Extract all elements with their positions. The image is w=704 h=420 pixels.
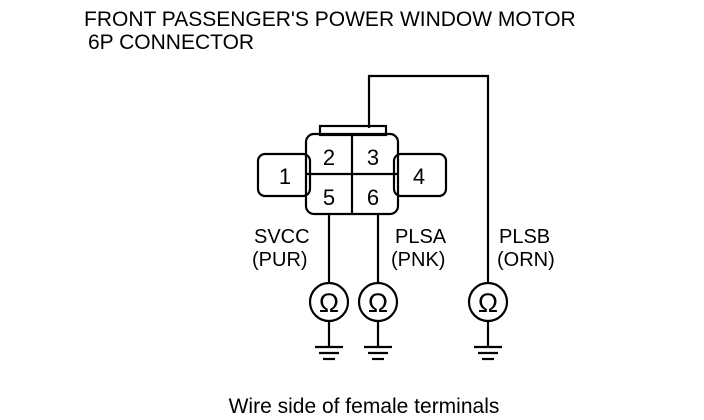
ground-icon bbox=[364, 345, 392, 361]
wire-plsb-name: PLSB bbox=[499, 226, 550, 248]
ground-icon bbox=[315, 345, 343, 361]
pin-5-label: 5 bbox=[323, 185, 335, 210]
ohm-icon: Ω bbox=[478, 288, 498, 318]
ohmmeter-plsb: Ω bbox=[467, 281, 509, 361]
wire-plsa-name: PLSA bbox=[395, 226, 447, 248]
diagram-title-line1: FRONT PASSENGER'S POWER WINDOW MOTOR bbox=[84, 8, 576, 31]
pin-2-label: 2 bbox=[323, 145, 335, 170]
ohm-icon: Ω bbox=[368, 288, 388, 318]
pin-3-label: 3 bbox=[367, 145, 379, 170]
ohmmeter-plsa: Ω bbox=[357, 281, 399, 361]
pin-6-label: 6 bbox=[367, 185, 379, 210]
ohmmeter-svcc: Ω bbox=[308, 281, 350, 361]
diagram-caption: Wire side of female terminals bbox=[229, 395, 500, 418]
wire-svcc-color: (PUR) bbox=[252, 249, 308, 271]
probe-lead-pin3 bbox=[367, 74, 490, 284]
ground-icon bbox=[474, 345, 502, 361]
wire-plsb-color: (ORN) bbox=[497, 249, 555, 271]
connector-6p: 1 2 3 4 5 6 bbox=[256, 124, 448, 216]
wire-svcc-name: SVCC bbox=[254, 226, 310, 248]
pin-1-label: 1 bbox=[279, 164, 291, 189]
ohm-icon: Ω bbox=[319, 288, 339, 318]
wire-plsa-color: (PNK) bbox=[391, 249, 445, 271]
pin-4-label: 4 bbox=[413, 164, 425, 189]
diagram-title-line2: 6P CONNECTOR bbox=[88, 31, 254, 54]
